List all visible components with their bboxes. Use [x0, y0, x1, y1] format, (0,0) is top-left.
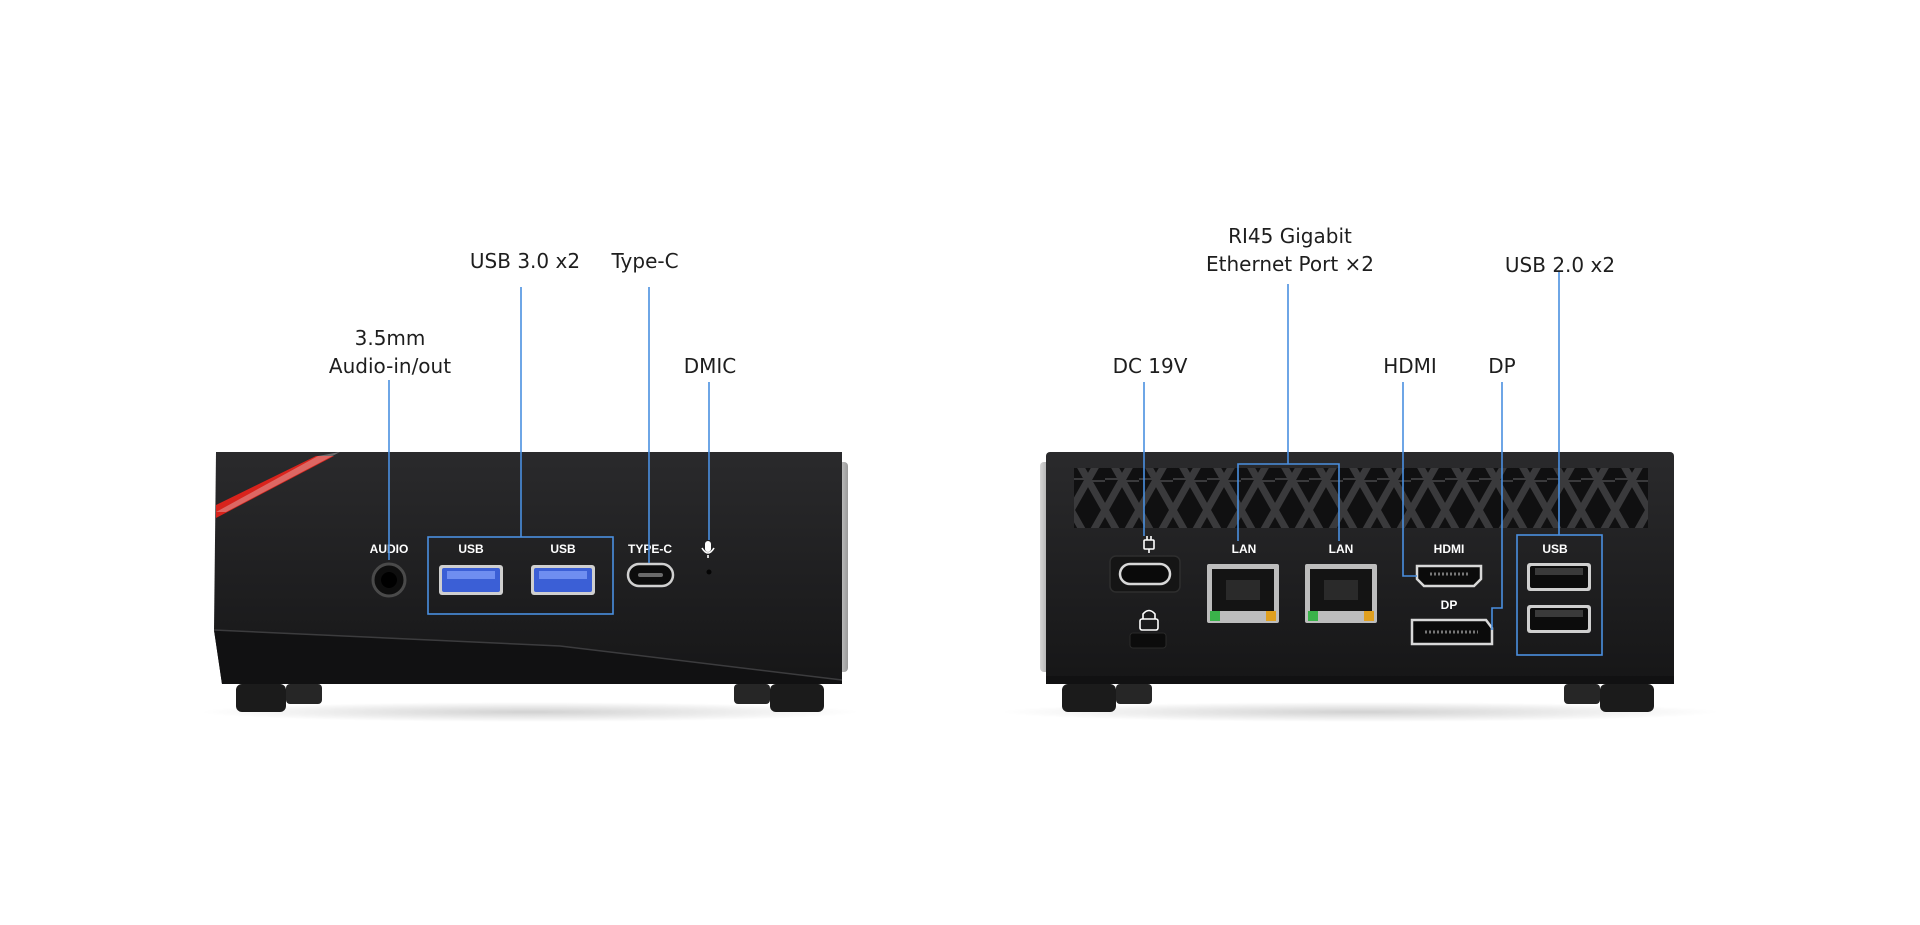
- hdmi-port: HDMI: [1415, 542, 1483, 588]
- usb2-port-label: USB: [1542, 542, 1568, 556]
- front-chamfer-edge: [213, 629, 843, 681]
- callout-dmic: DMIC: [683, 354, 737, 378]
- kensington-slot: [1129, 632, 1167, 649]
- dc-port: [1118, 562, 1172, 586]
- power-plug-icon: [1143, 536, 1155, 553]
- callout-lan-line2: Ethernet Port ×2: [1206, 252, 1374, 276]
- front-foot-left-rear: [286, 684, 322, 704]
- dmic-hole: [706, 569, 712, 575]
- usb2-port-a: [1527, 563, 1591, 591]
- leader-lines: [388, 272, 1560, 630]
- rear-foot-left-rear: [1116, 684, 1152, 704]
- rear-base: [1046, 676, 1674, 684]
- callout-lan: RI45 Gigabit Ethernet Port ×2: [1180, 222, 1400, 278]
- rear-vent-grille: [1074, 468, 1648, 528]
- front-shadow: [200, 702, 860, 722]
- usb3-port-b: USB: [531, 542, 595, 595]
- callout-dc: DC 19V: [1112, 354, 1188, 378]
- front-foot-right: [770, 684, 824, 712]
- callout-audio-line2: Audio-in/out: [328, 354, 452, 378]
- callout-typec: Type-C: [611, 249, 679, 273]
- callout-dp: DP: [1488, 354, 1516, 378]
- dp-port-label: DP: [1441, 598, 1458, 612]
- callout-lan-line1: RI45 Gigabit: [1228, 224, 1352, 248]
- typec-port: TYPE-C: [626, 542, 675, 588]
- usb2-port-b: [1527, 605, 1591, 633]
- lan-a-led-green: [1210, 611, 1220, 621]
- callout-usb3: USB 3.0 x2: [469, 249, 581, 273]
- leader-lan: [1237, 284, 1340, 541]
- rear-shadow: [1000, 702, 1720, 722]
- lan-port-b: LAN: [1305, 542, 1377, 623]
- callout-audio: 3.5mm Audio-in/out: [310, 324, 470, 380]
- front-body: [214, 452, 842, 684]
- usb3-port-a: USB: [439, 542, 503, 595]
- lock-icon: [1139, 609, 1159, 631]
- hdmi-port-label: HDMI: [1434, 542, 1465, 556]
- leader-dp: [1491, 382, 1503, 630]
- callout-usb2: USB 2.0 x2: [1504, 253, 1616, 277]
- rear-foot-left: [1062, 684, 1116, 712]
- front-red-accent: [216, 456, 334, 518]
- lan-port-b-label: LAN: [1329, 542, 1354, 556]
- front-device: AUDIO USB USB TYPE-C: [200, 452, 860, 722]
- front-accent-highlight: [216, 452, 340, 512]
- lan-b-led-amber: [1364, 611, 1374, 621]
- microphone-icon: [701, 541, 715, 558]
- front-foot-left: [236, 684, 286, 712]
- lan-port-a-label: LAN: [1232, 542, 1257, 556]
- callout-hdmi: HDMI: [1383, 354, 1437, 378]
- front-foot-right-rear: [734, 684, 770, 704]
- lan-port-a: LAN: [1207, 542, 1279, 623]
- rear-foot-right-rear: [1564, 684, 1600, 704]
- usb3-port-b-label: USB: [550, 542, 576, 556]
- usb3-port-a-label: USB: [458, 542, 484, 556]
- front-chamfer: [214, 630, 842, 684]
- rear-device: LAN LAN HDMI: [1000, 452, 1720, 722]
- typec-port-label: TYPE-C: [628, 542, 672, 556]
- leader-hdmi: [1402, 382, 1417, 577]
- dp-port: DP: [1410, 598, 1494, 646]
- rear-foot-right: [1600, 684, 1654, 712]
- lan-b-led-green: [1308, 611, 1318, 621]
- lan-a-led-amber: [1266, 611, 1276, 621]
- callout-audio-line1: 3.5mm: [354, 326, 426, 350]
